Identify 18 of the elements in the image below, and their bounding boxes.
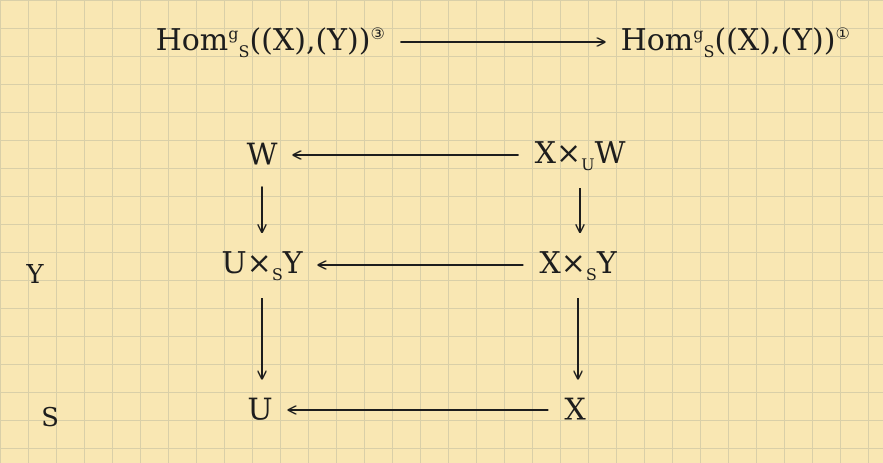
arrow	[400, 36, 606, 48]
math-expression: X	[560, 390, 590, 430]
arrow	[572, 298, 584, 380]
math-expression: X×$_{S}$Y	[535, 244, 621, 286]
math-expression: U×$_{S}$Y	[217, 244, 307, 286]
arrow	[292, 150, 519, 160]
math-expression: X×$_{U}$W	[530, 134, 630, 176]
math-expression: Hom$^{g}$$_{S}$((X),(Y))$^{③}$	[152, 21, 388, 63]
arrow	[256, 298, 268, 380]
arrow	[316, 260, 524, 270]
math-expression: Hom$^{g}$$_{S}$((X),(Y))$^{①}$	[616, 21, 854, 63]
side-label: Y	[26, 260, 44, 290]
side-label: S	[41, 403, 59, 433]
arrow	[256, 186, 268, 234]
arrow	[574, 188, 586, 234]
math-expression: W	[242, 136, 282, 174]
arrow	[287, 404, 548, 416]
math-expression: U	[243, 390, 277, 430]
